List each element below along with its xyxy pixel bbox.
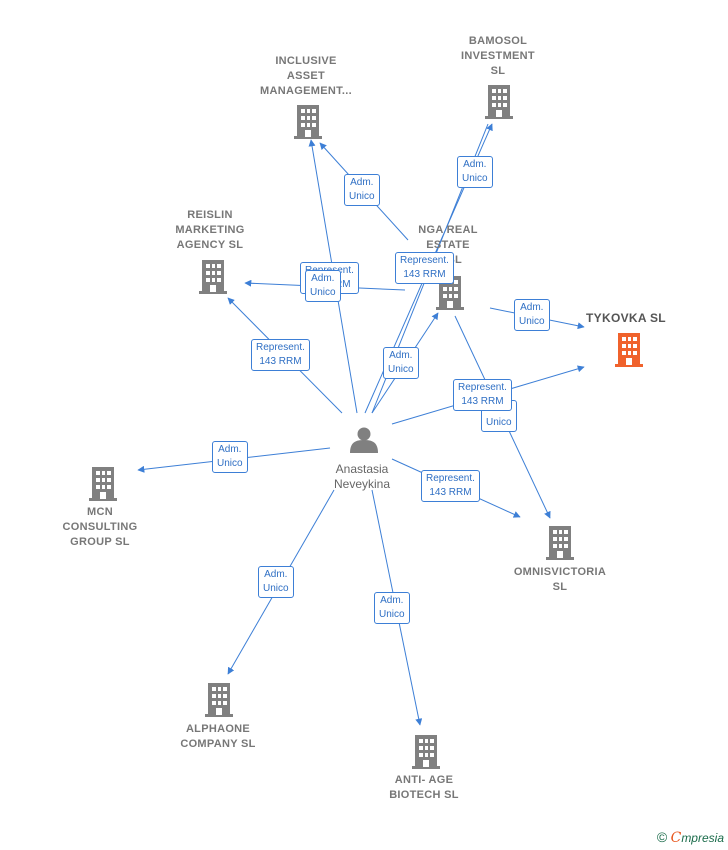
building-icon-reislin[interactable] xyxy=(199,260,227,294)
company-label-inclusive[interactable]: INCLUSIVE ASSET MANAGEMENT... xyxy=(260,55,352,97)
company-label-alphaone[interactable]: ALPHAONE COMPANY SL xyxy=(180,723,256,750)
company-label-bamosol[interactable]: BAMOSOL INVESTMENT SL xyxy=(461,35,535,77)
person-label[interactable]: Anastasia Neveykina xyxy=(333,462,391,491)
edge-label-rep[interactable]: Represent.143 RRM xyxy=(421,470,480,502)
edge-label-adm[interactable]: Adm.Unico xyxy=(514,299,550,331)
person-icon xyxy=(350,427,378,453)
building-icon-inclusive[interactable] xyxy=(294,105,322,139)
building-icon-mcn[interactable] xyxy=(89,467,117,501)
edge-label-rep[interactable]: Represent.143 RRM xyxy=(251,339,310,371)
edge-label-adm[interactable]: Adm.Unico xyxy=(305,270,341,302)
edge-label-adm[interactable]: Adm.Unico xyxy=(212,441,248,473)
edge-label-adm[interactable]: Adm.Unico xyxy=(457,156,493,188)
building-icon-tykovka[interactable] xyxy=(615,333,643,367)
building-icon-antiage[interactable] xyxy=(412,735,440,769)
edge-label-rep[interactable]: Represent.143 RRM xyxy=(395,252,454,284)
building-icon-bamosol[interactable] xyxy=(485,85,513,119)
edge-label-adm[interactable]: Adm.Unico xyxy=(383,347,419,379)
company-label-tykovka[interactable]: TYKOVKA SL xyxy=(586,311,666,325)
edge-label-rep[interactable]: Represent.143 RRM xyxy=(453,379,512,411)
company-label-antiage[interactable]: ANTI- AGE BIOTECH SL xyxy=(389,774,459,801)
building-icon-omnisvictoria[interactable] xyxy=(546,526,574,560)
company-label-reislin[interactable]: REISLIN MARKETING AGENCY SL xyxy=(175,209,245,251)
edge-label-adm[interactable]: Adm.Unico xyxy=(258,566,294,598)
edge-label-adm[interactable]: Adm.Unico xyxy=(374,592,410,624)
empresia-logo[interactable]: © Cmpresia xyxy=(656,829,724,846)
company-label-mcn[interactable]: MCN CONSULTING GROUP SL xyxy=(62,506,138,548)
company-label-omnisvictoria[interactable]: OMNISVICTORIA SL xyxy=(513,566,607,593)
building-icon-alphaone[interactable] xyxy=(205,683,233,717)
edge-label-adm[interactable]: Adm.Unico xyxy=(344,174,380,206)
